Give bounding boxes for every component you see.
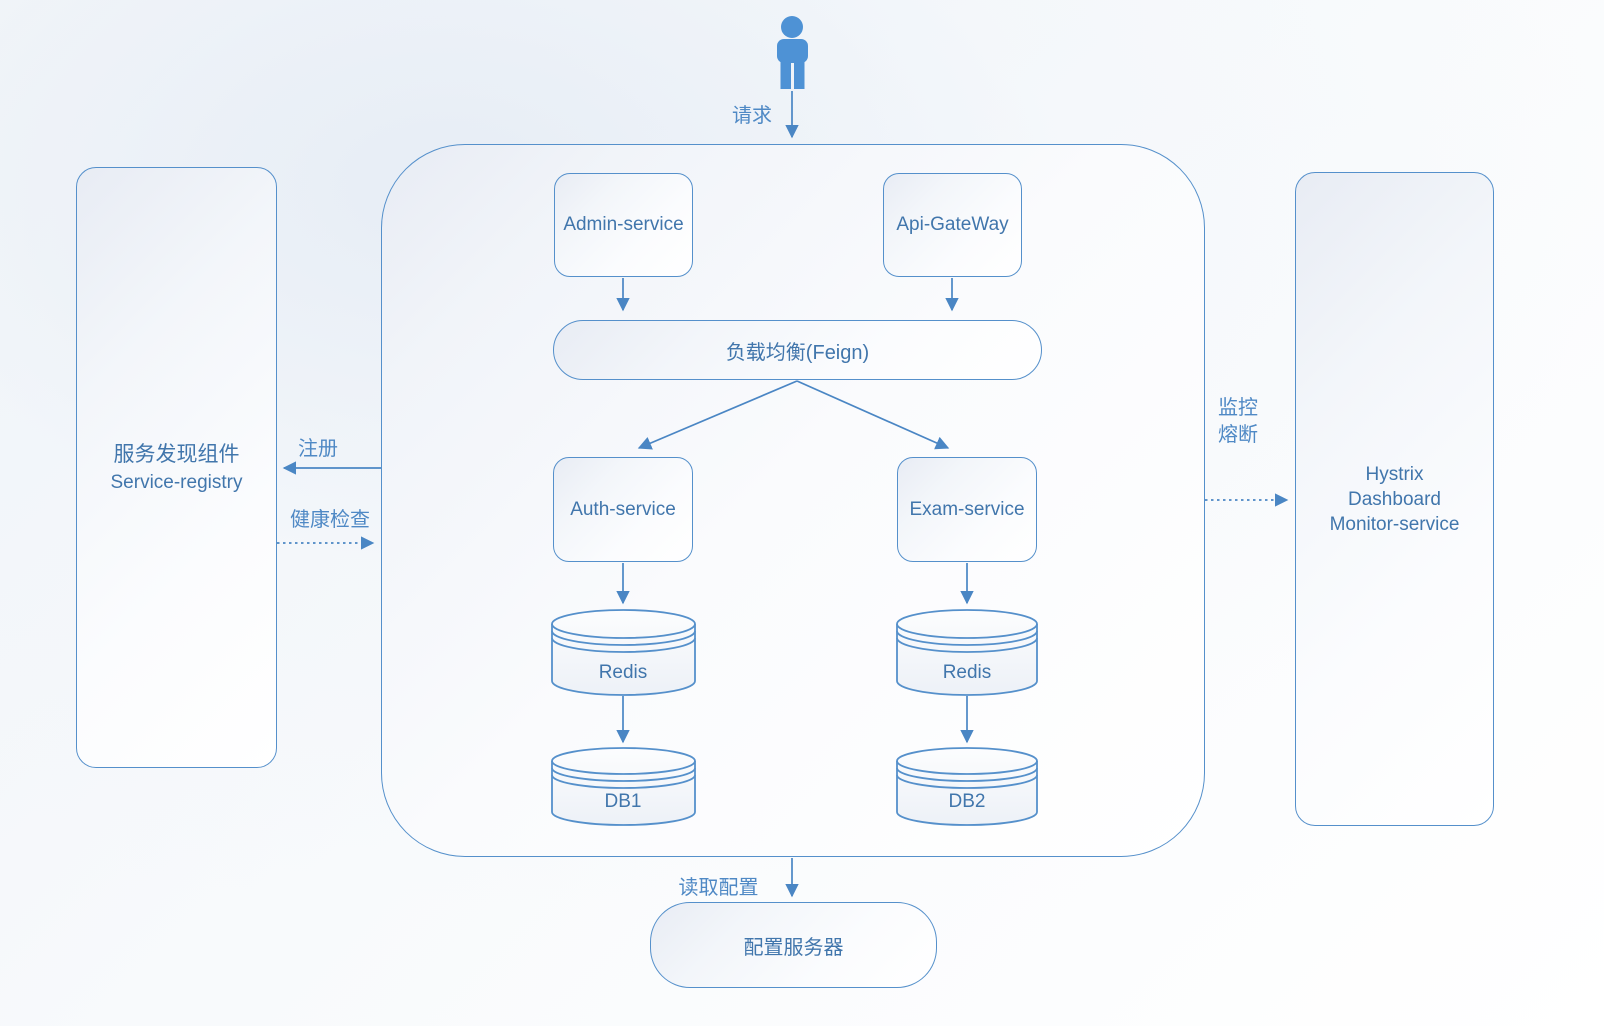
monitor-label-line1: 监控	[1218, 397, 1258, 419]
exam-service-node: Exam-service	[897, 457, 1037, 562]
hystrix-dashboard-node: Hystrix Dashboard Monitor-service	[1295, 172, 1494, 826]
api-gateway-label: Api-GateWay	[896, 214, 1009, 235]
health-check-edge-label: 健康检查	[290, 509, 370, 531]
service-registry-subtitle: Service-registry	[110, 472, 243, 493]
service-registry-node: 服务发现组件 Service-registry	[76, 167, 277, 768]
hystrix-line3: Monitor-service	[1329, 513, 1460, 535]
db1-label: DB1	[604, 791, 642, 812]
exam-service-label: Exam-service	[909, 498, 1025, 520]
config-server-label: 配置服务器	[743, 936, 844, 959]
api-gateway-node: Api-GateWay	[883, 173, 1022, 277]
redis-right-label: Redis	[942, 662, 992, 683]
admin-service-node: Admin-service	[554, 173, 693, 277]
load-balancer-label: 负载均衡(Feign)	[725, 341, 870, 364]
monitor-label-line2: 熔断	[1218, 424, 1258, 446]
request-edge-label: 请求	[732, 105, 772, 127]
hystrix-line1: Hystrix	[1365, 463, 1424, 485]
read-config-edge-label: 读取配置	[678, 877, 759, 899]
service-registry-title: 服务发现组件	[113, 443, 240, 466]
db2-label: DB2	[948, 791, 986, 812]
load-balancer-node: 负载均衡(Feign)	[553, 320, 1042, 380]
admin-service-label: Admin-service	[563, 214, 684, 235]
user-icon	[777, 16, 808, 89]
redis-left-label: Redis	[598, 662, 648, 683]
microservices-boundary	[381, 144, 1205, 857]
config-server-node: 配置服务器	[650, 902, 937, 988]
auth-service-node: Auth-service	[553, 457, 693, 562]
monitor-circuit-edge-label: 监控 熔断	[1218, 395, 1274, 449]
hystrix-line2: Dashboard	[1348, 488, 1441, 510]
register-edge-label: 注册	[298, 438, 338, 460]
auth-service-label: Auth-service	[570, 498, 676, 520]
